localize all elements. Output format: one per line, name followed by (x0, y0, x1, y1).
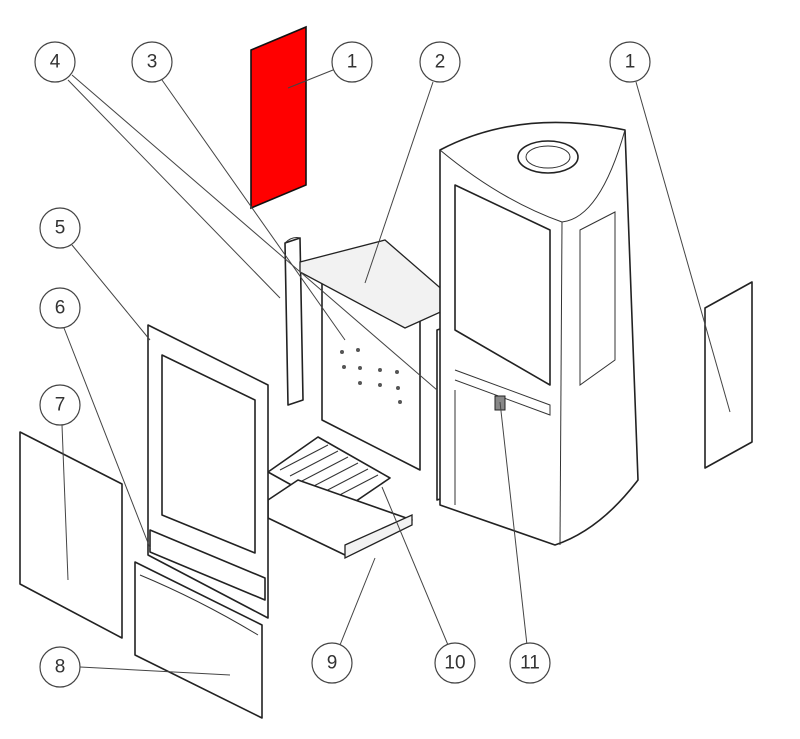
callout-6: 6 (39, 287, 81, 329)
svg-text:7: 7 (55, 395, 66, 416)
callout-11: 11 (509, 642, 551, 684)
callout-5: 5 (39, 207, 81, 249)
part-8-lower-door-panel[interactable] (134, 561, 263, 719)
part-1-red-panel[interactable] (250, 25, 307, 210)
callout-10: 10 (434, 642, 476, 684)
callout-2: 2 (419, 41, 461, 83)
stove-body[interactable] (439, 121, 639, 546)
svg-text:3: 3 (147, 52, 158, 73)
leader-lines (61, 69, 731, 676)
svg-text:6: 6 (55, 298, 66, 319)
svg-text:11: 11 (520, 653, 540, 674)
callout-3: 3 (131, 41, 173, 83)
callout-1-right: 1 (609, 41, 651, 83)
part-2-rear-brick-baffle[interactable] (299, 239, 446, 471)
part-3-left-side-brick[interactable] (284, 237, 304, 406)
callout-8: 8 (39, 646, 81, 688)
part-5-door-frame[interactable] (147, 324, 269, 619)
svg-text:2: 2 (435, 52, 446, 73)
callout-1-top: 1 (331, 41, 373, 83)
svg-text:10: 10 (444, 653, 465, 674)
callout-7: 7 (39, 384, 81, 426)
svg-text:1: 1 (625, 52, 636, 73)
part-9-ash-pan[interactable] (267, 479, 413, 560)
callout-4: 4 (34, 41, 76, 83)
part-1-side-glass-right[interactable] (704, 281, 753, 469)
svg-text:8: 8 (55, 657, 66, 678)
callout-9: 9 (311, 642, 353, 684)
svg-text:5: 5 (55, 218, 66, 239)
svg-text:9: 9 (327, 653, 338, 674)
part-7-side-glass-left[interactable] (19, 431, 123, 639)
svg-text:4: 4 (50, 52, 61, 73)
svg-text:1: 1 (347, 52, 358, 73)
